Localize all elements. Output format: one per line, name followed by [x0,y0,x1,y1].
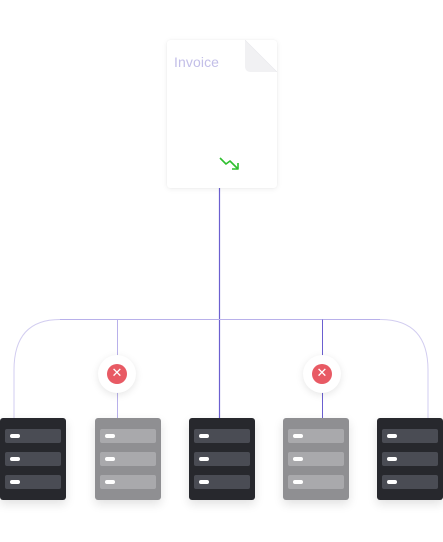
server-4 [283,418,349,500]
led-indicator [293,480,303,484]
error-badge-server-4: ✕ [303,355,341,393]
server-slot [382,452,438,466]
led-indicator [387,457,397,461]
server-slot [5,429,61,443]
server-slot [288,429,344,443]
led-indicator [199,480,209,484]
invoice-document: Invoice [167,40,277,188]
led-indicator [105,434,115,438]
led-indicator [105,480,115,484]
server-slot [100,475,156,489]
led-indicator [105,457,115,461]
server-slot [194,452,250,466]
server-5 [377,418,443,500]
server-slot [5,452,61,466]
server-slot [382,429,438,443]
trending-down-icon [219,157,239,170]
server-slot [194,429,250,443]
close-icon: ✕ [312,364,332,384]
led-indicator [293,457,303,461]
right-curve [379,319,429,418]
server-3 [189,418,255,500]
server-slot [194,475,250,489]
left-curve [13,319,61,418]
page-fold-icon [245,40,277,72]
server-slot [288,452,344,466]
server-slot [100,452,156,466]
led-indicator [387,480,397,484]
led-indicator [293,434,303,438]
server-1 [0,418,66,500]
server-2 [95,418,161,500]
led-indicator [10,457,20,461]
led-indicator [10,480,20,484]
server-slot [288,475,344,489]
invoice-title: Invoice [174,54,220,70]
server-slot [382,475,438,489]
server-slot [5,475,61,489]
led-indicator [387,434,397,438]
error-badge-server-2: ✕ [98,355,136,393]
led-indicator [10,434,20,438]
close-icon: ✕ [107,364,127,384]
led-indicator [199,434,209,438]
server-slot [100,429,156,443]
led-indicator [199,457,209,461]
